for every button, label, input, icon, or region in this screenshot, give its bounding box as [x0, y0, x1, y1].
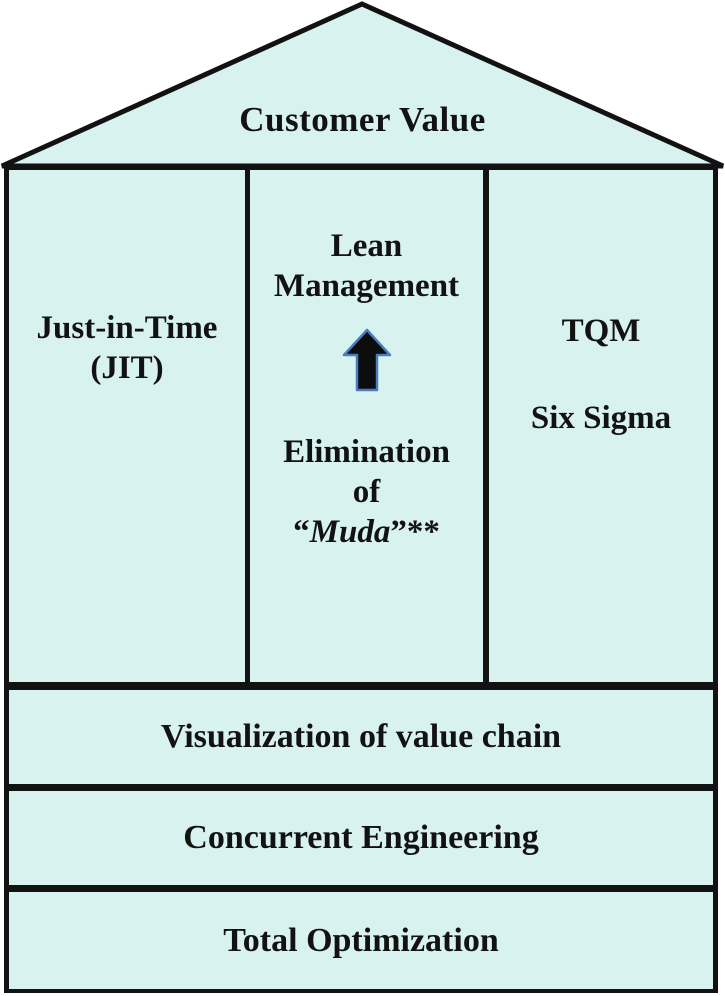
- foundation-row-total-optimization-label: Total Optimization: [223, 921, 499, 959]
- six-sigma-label: Six Sigma: [530, 400, 672, 436]
- pillar-lean-management: Lean Management Elimination of “Muda”**: [250, 170, 489, 682]
- foundation-row-visualization-label: Visualization of value chain: [160, 718, 562, 755]
- jit-line-2: (JIT): [90, 350, 164, 386]
- muda-word: Muda: [309, 514, 391, 550]
- foundation-row-visualization: Visualization of value chain: [4, 686, 718, 788]
- roof-triangle: [0, 1, 725, 169]
- foundation-row-total-optimization: Total Optimization: [4, 888, 718, 993]
- roof-label: Customer Value: [239, 100, 486, 139]
- elimination-line-2: of: [352, 474, 381, 510]
- pillar-jit: Just-in-Time (JIT): [9, 170, 250, 682]
- muda-open-quote: “: [293, 514, 310, 550]
- foundation-row-concurrent-engineering-label: Concurrent Engineering: [183, 819, 539, 856]
- pillars-section: Just-in-Time (JIT) Lean Management Elimi…: [4, 166, 718, 686]
- tqm-label: TQM: [561, 313, 641, 349]
- muda-close-quote-asterisks: ”**: [390, 514, 440, 550]
- lean-line-2: Management: [273, 268, 460, 304]
- lean-line-1: Lean: [330, 228, 403, 264]
- muda-line: “Muda”**: [293, 512, 440, 552]
- pillar-tqm-six-sigma: TQM Six Sigma: [489, 170, 713, 682]
- jit-line-1: Just-in-Time: [36, 310, 218, 346]
- up-arrow-icon: [342, 328, 391, 392]
- foundation-row-concurrent-engineering: Concurrent Engineering: [4, 787, 718, 889]
- elimination-line-1: Elimination: [283, 434, 450, 470]
